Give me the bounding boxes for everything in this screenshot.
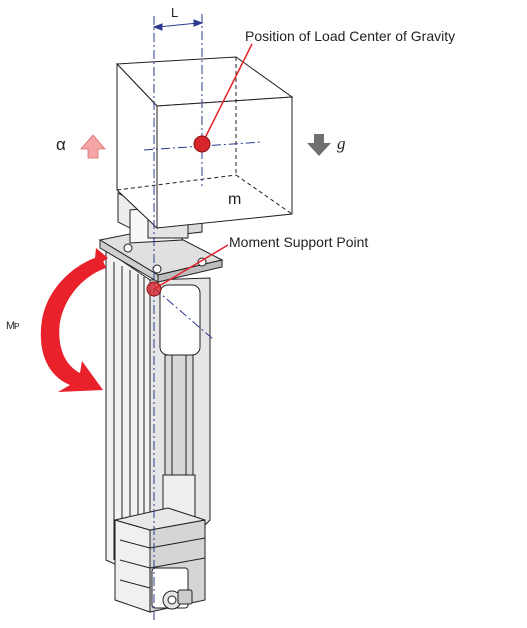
arrow-up-icon	[80, 134, 106, 159]
load-box	[115, 56, 294, 230]
dimension-L	[152, 19, 204, 31]
moment-label-subscript: P	[14, 322, 19, 331]
load-center-of-gravity-label: Position of Load Center of Gravity	[245, 28, 456, 44]
gravity-label: g	[337, 134, 346, 153]
mass-label: m	[228, 191, 242, 208]
arrow-down-icon	[307, 134, 331, 156]
dimension-L-label: L	[171, 5, 179, 20]
cog-point-icon	[193, 135, 211, 153]
moment-label-main: M	[6, 320, 15, 332]
curved-arrow-icon	[40, 248, 108, 392]
cog-leader-line	[201, 43, 253, 145]
moment-label: MP	[6, 320, 20, 332]
acceleration-label: α	[56, 135, 66, 154]
msp-leader-line	[153, 244, 229, 290]
moment-support-point-label: Moment Support Point	[229, 234, 369, 250]
support-point-icon	[146, 281, 162, 297]
actuator	[98, 192, 224, 613]
